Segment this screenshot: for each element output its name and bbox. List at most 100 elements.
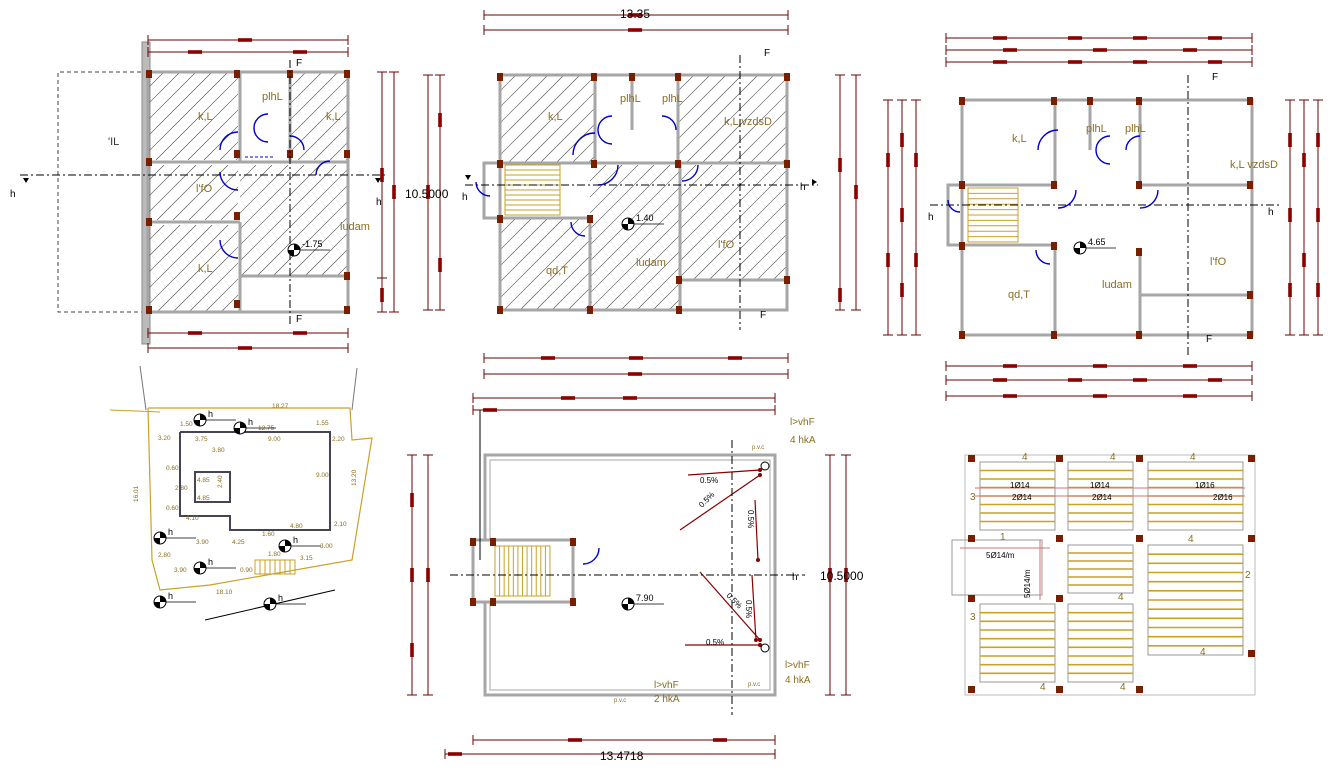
hatch-line: [148, 225, 149, 226]
hatch-line: [797, 165, 942, 310]
dimension-tick: [993, 378, 1007, 382]
rebar-label: 5Ø14/m: [986, 551, 1015, 560]
site-dimension: 2.80: [175, 485, 188, 492]
level-value: h: [293, 535, 298, 545]
section-arrow-icon: [465, 175, 471, 180]
dimension-tick: [293, 331, 307, 335]
hatch-line: [555, 123, 595, 163]
hatch-line: [305, 232, 348, 275]
door-swing: [253, 113, 269, 143]
door-swing: [681, 164, 699, 182]
column: [470, 598, 476, 606]
slope-arrow: [679, 474, 761, 531]
rebar-label: 2Ø14: [1092, 493, 1112, 502]
hatch-line: [500, 75, 533, 108]
dimension-tick: [886, 253, 890, 267]
hatch-line: [680, 218, 772, 310]
hatch-line: [551, 269, 592, 310]
door-swing: [947, 199, 961, 213]
column: [344, 70, 350, 78]
hatch-line: [772, 264, 788, 280]
hatch-line: [519, 237, 592, 310]
hatch-line: [148, 72, 229, 153]
door-swing: [219, 239, 239, 259]
rebar-label: 1Ø14: [1010, 481, 1030, 490]
hatch-line: [636, 75, 724, 163]
hatch-line: [636, 266, 680, 310]
hatch-line: [701, 165, 846, 310]
column: [591, 73, 597, 81]
dimension-tick: [1003, 394, 1017, 398]
dimension-tick: [188, 331, 202, 335]
room-label: k,L: [198, 263, 213, 275]
hatch-line: [410, 72, 498, 160]
dimension-tick: [993, 36, 1007, 40]
slope-label: 0.5%: [746, 510, 755, 528]
dimension-tick: [993, 60, 1007, 64]
room-label: plhL: [1086, 123, 1107, 135]
column: [629, 73, 635, 81]
site-dimension: 2.40: [217, 475, 224, 488]
column: [146, 158, 152, 166]
column: [1248, 650, 1255, 657]
level-marker-fill: [288, 244, 300, 256]
cut-label: F: [1206, 334, 1212, 345]
roof-note: 2 hkA: [654, 694, 680, 705]
dimension-tick: [623, 396, 637, 400]
door-swing: [1037, 129, 1059, 151]
site-dimension: 12.75: [258, 425, 275, 432]
hatch-line: [507, 75, 595, 163]
building-footprint: [179, 431, 331, 531]
hatch-line: [701, 76, 788, 163]
column: [1247, 181, 1253, 189]
section-label: h: [462, 192, 468, 203]
dimension-tick: [1133, 378, 1147, 382]
pvc-label: p.v.c: [752, 445, 764, 451]
door-swing: [597, 115, 613, 145]
hatch-line: [664, 218, 756, 310]
rebar-mark: 4: [1040, 682, 1046, 693]
dimension-tick: [293, 50, 307, 54]
dimension-tick: [188, 50, 202, 54]
hatch-line: [418, 165, 528, 275]
dimension-tick: [828, 568, 832, 582]
side-label: 'IL: [108, 136, 119, 148]
hatch-line: [724, 216, 788, 280]
hatch-line: [220, 294, 238, 312]
site-dimension: 2.10: [334, 521, 347, 528]
room-label: l'fO: [196, 183, 213, 195]
dimension-tick: [1183, 394, 1197, 398]
column: [1051, 331, 1057, 339]
dimension-tick: [438, 113, 442, 127]
hatch-line: [313, 125, 348, 160]
level-value: 7.90: [636, 593, 654, 603]
site-dimension: 3.15: [300, 555, 313, 562]
section-label: h: [928, 212, 934, 223]
dimension-tick: [1302, 253, 1306, 267]
hatch-pattern: [148, 225, 238, 312]
room-label: l'fO: [1210, 256, 1227, 268]
hatch-line: [187, 109, 238, 160]
dimension-tick: [838, 288, 842, 302]
dimension-tick: [900, 133, 904, 147]
dimension-tick: [728, 356, 742, 360]
column: [1051, 97, 1057, 105]
door-swing: [219, 131, 239, 151]
hatch-line: [535, 253, 592, 310]
level-value: h: [248, 417, 253, 427]
door-swing: [1139, 189, 1159, 209]
slope-arrow: [751, 574, 757, 641]
column: [968, 455, 975, 462]
hatch-line: [668, 298, 680, 310]
dimension-tick: [392, 185, 396, 199]
hatch-line: [590, 165, 671, 246]
column: [1136, 535, 1143, 542]
level-value: 4.65: [1088, 237, 1106, 247]
door-swing: [582, 547, 600, 565]
hatch-line: [590, 202, 680, 294]
site-dimension: 13.20: [351, 469, 358, 486]
door-swing: [597, 164, 619, 186]
column: [1248, 535, 1255, 542]
